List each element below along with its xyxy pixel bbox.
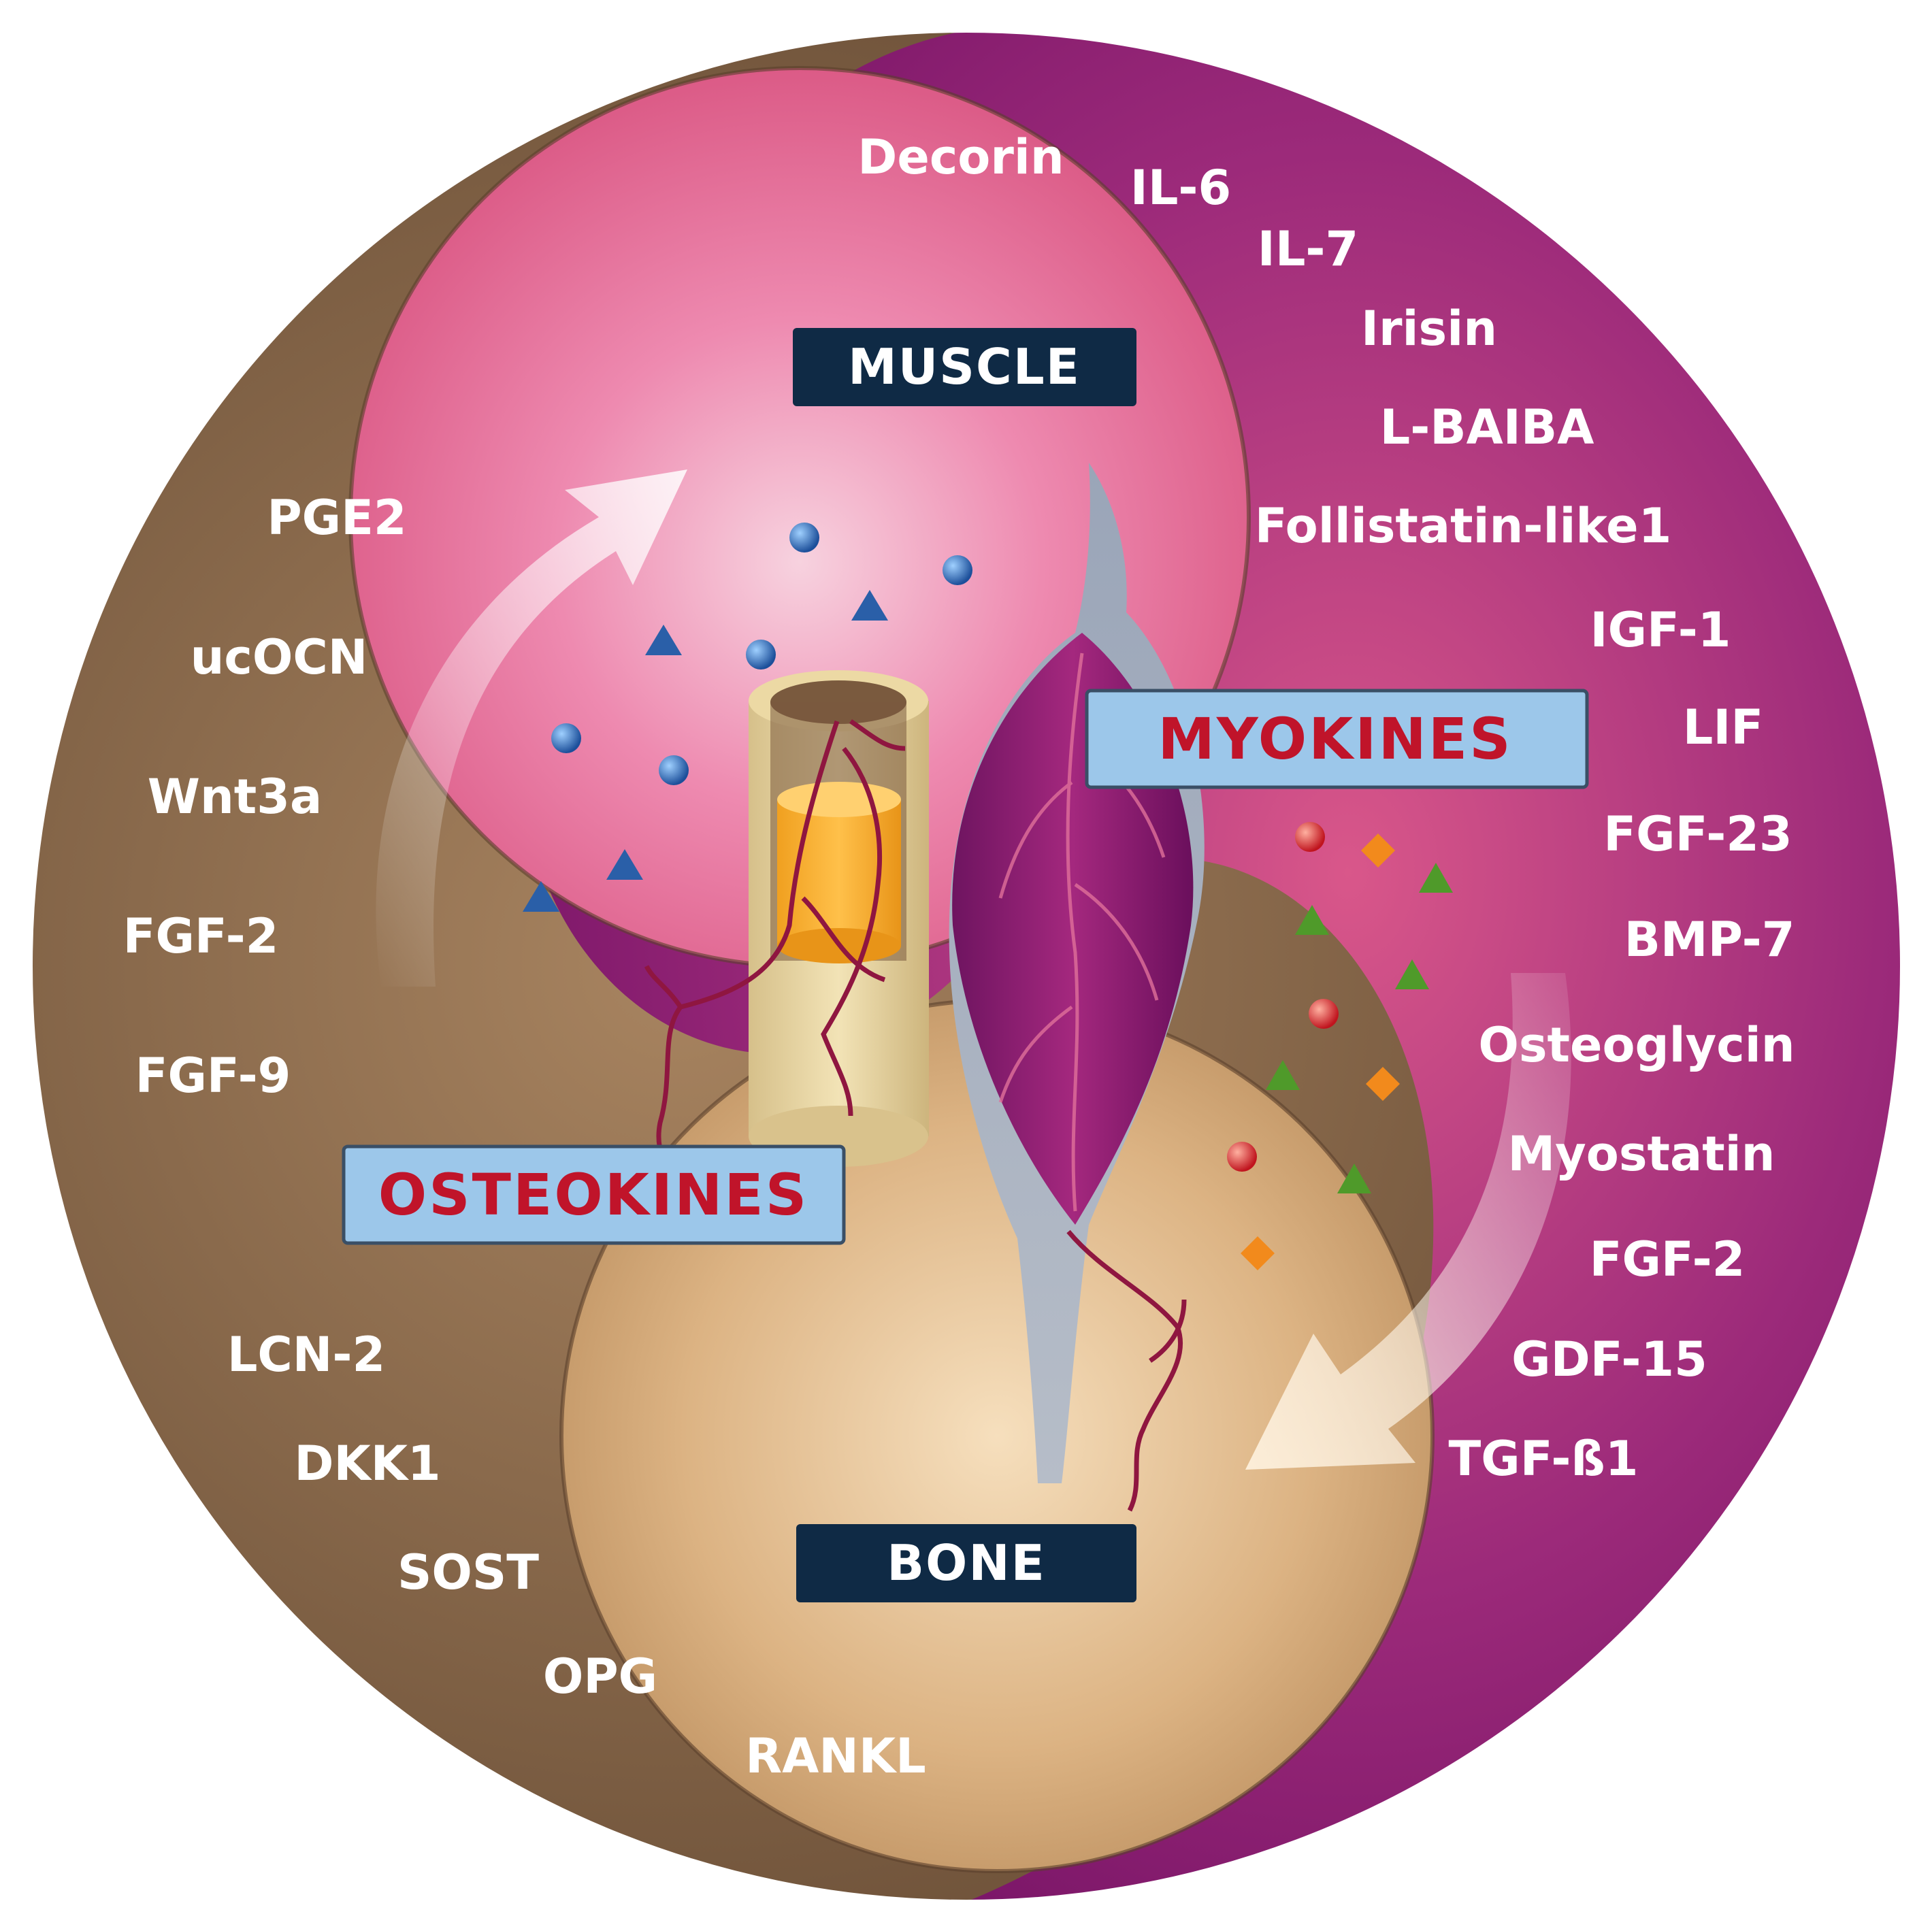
osteokine-item: ucOCN	[191, 629, 368, 685]
osteokine-item: RANKL	[745, 1728, 926, 1784]
myokine-item: Follistatin-like1	[1255, 498, 1672, 554]
myokine-item: LIF	[1683, 699, 1763, 755]
osteokines-list: PGE2 ucOCN Wnt3a FGF-2 FGF-9 LCN-2 DKK1 …	[123, 490, 926, 1784]
osteokine-item: LCN-2	[227, 1327, 385, 1383]
arrow-osteokines-to-muscle	[376, 469, 687, 987]
bone-cylinder	[749, 670, 929, 1167]
bone-label-box: BONE	[796, 1524, 1136, 1602]
bone-label: BONE	[887, 1534, 1046, 1591]
osteokine-item: DKK1	[294, 1436, 440, 1491]
osteokine-item: SOST	[397, 1545, 539, 1600]
arrow-myokines-to-bone	[1245, 973, 1571, 1470]
myokine-item: IL-6	[1130, 160, 1231, 216]
myokine-item: GDF-15	[1511, 1332, 1707, 1387]
osteokine-item: FGF-2	[123, 908, 279, 964]
osteokine-item: Wnt3a	[148, 769, 322, 825]
muscle-label: MUSCLE	[848, 338, 1081, 395]
myokines-label: MYOKINES	[1158, 706, 1512, 772]
myokine-item: BMP-7	[1624, 912, 1795, 968]
osteokine-item: PGE2	[267, 490, 406, 546]
myokines-label-box: MYOKINES	[1085, 689, 1589, 789]
osteokine-item: OPG	[543, 1649, 657, 1704]
myokine-item: Irisin	[1361, 301, 1497, 357]
outer-circle-border	[29, 29, 1904, 1904]
myokine-item: Decorin	[857, 129, 1064, 185]
myokines-list: Decorin IL-6 IL-7 Irisin L-BAIBA Follist…	[857, 129, 1795, 1487]
muscle-label-box: MUSCLE	[793, 328, 1136, 406]
myokine-item: FGF-2	[1590, 1232, 1746, 1287]
osteokines-label-box: OSTEOKINES	[342, 1144, 846, 1245]
myokine-item: IGF-1	[1590, 602, 1731, 658]
myokine-item: Myostatin	[1507, 1126, 1775, 1182]
myokine-particles	[1227, 822, 1453, 1270]
osteokine-particles	[523, 523, 972, 912]
myokine-item: L-BAIBA	[1380, 399, 1594, 455]
osteokine-item: FGF-9	[135, 1048, 291, 1104]
myokine-item: TGF-ß1	[1449, 1431, 1639, 1487]
myokine-item: IL-7	[1258, 221, 1358, 277]
bone-vessels	[644, 719, 1187, 1512]
osteokines-label: OSTEOKINES	[378, 1161, 809, 1228]
myokine-item: FGF-23	[1603, 806, 1792, 862]
myokine-item: Osteoglycin	[1478, 1017, 1795, 1073]
